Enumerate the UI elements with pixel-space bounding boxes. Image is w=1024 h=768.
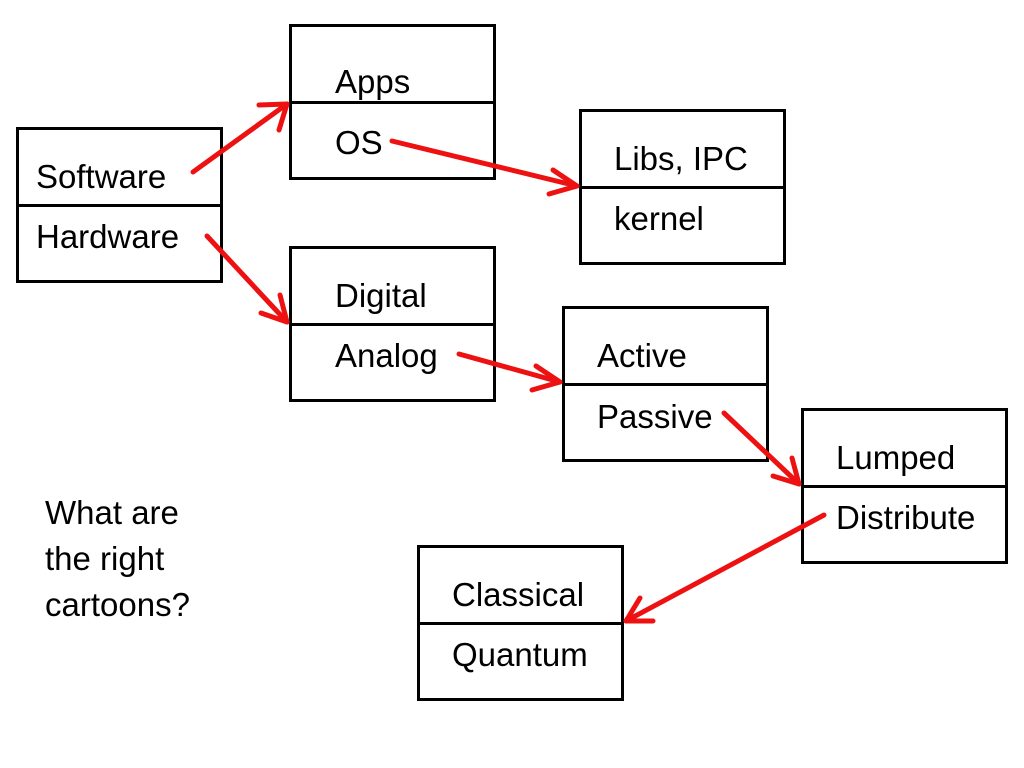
label-quantum: Quantum xyxy=(452,636,588,673)
label-distribute: Distribute xyxy=(836,499,976,536)
question-line: the right xyxy=(45,540,165,577)
arrowhead xyxy=(256,101,290,133)
arrow-hardware-to-digital xyxy=(204,233,290,325)
box-software-hardware xyxy=(16,127,223,283)
arrowhead xyxy=(258,292,290,325)
label-analog: Analog xyxy=(335,337,438,374)
label-kernel: kernel xyxy=(614,200,704,237)
arrow-analog-to-active xyxy=(456,351,563,385)
box-apps-os xyxy=(289,24,496,180)
arrowhead xyxy=(546,167,580,197)
label-hardware: Hardware xyxy=(36,218,180,255)
box-divider xyxy=(582,186,783,189)
box-divider xyxy=(292,323,493,326)
label-passive: Passive xyxy=(597,398,713,435)
box-divider xyxy=(19,204,220,207)
box-divider xyxy=(420,622,621,625)
arrow-os-to-libs xyxy=(389,138,580,189)
label-digital: Digital xyxy=(335,277,427,314)
label-os: OS xyxy=(335,124,383,161)
arrow-distribute-to-classical xyxy=(623,512,827,624)
arrowhead xyxy=(529,363,563,393)
box-classical-quantum xyxy=(417,545,624,701)
question-line: What are xyxy=(45,494,179,531)
box-divider xyxy=(565,383,766,386)
label-software: Software xyxy=(36,158,167,195)
box-active-passive xyxy=(562,306,769,462)
box-divider xyxy=(804,485,1005,488)
box-divider xyxy=(292,101,493,104)
label-classical: Classical xyxy=(452,576,585,613)
arrowhead xyxy=(623,595,656,624)
arrow-software-to-apps xyxy=(190,101,290,175)
label-apps: Apps xyxy=(335,63,411,100)
label-libs-ipc: Libs, IPC xyxy=(614,140,748,177)
question-text: What are the right cartoons? xyxy=(45,490,190,628)
label-active: Active xyxy=(597,337,687,374)
arrowhead xyxy=(770,455,802,487)
box-lumped-distribute xyxy=(801,408,1008,564)
box-digital-analog xyxy=(289,246,496,402)
question-line: cartoons? xyxy=(45,586,190,623)
arrow-passive-to-lumped xyxy=(721,410,802,487)
box-libs-kernel xyxy=(579,109,786,265)
label-lumped: Lumped xyxy=(836,439,956,476)
